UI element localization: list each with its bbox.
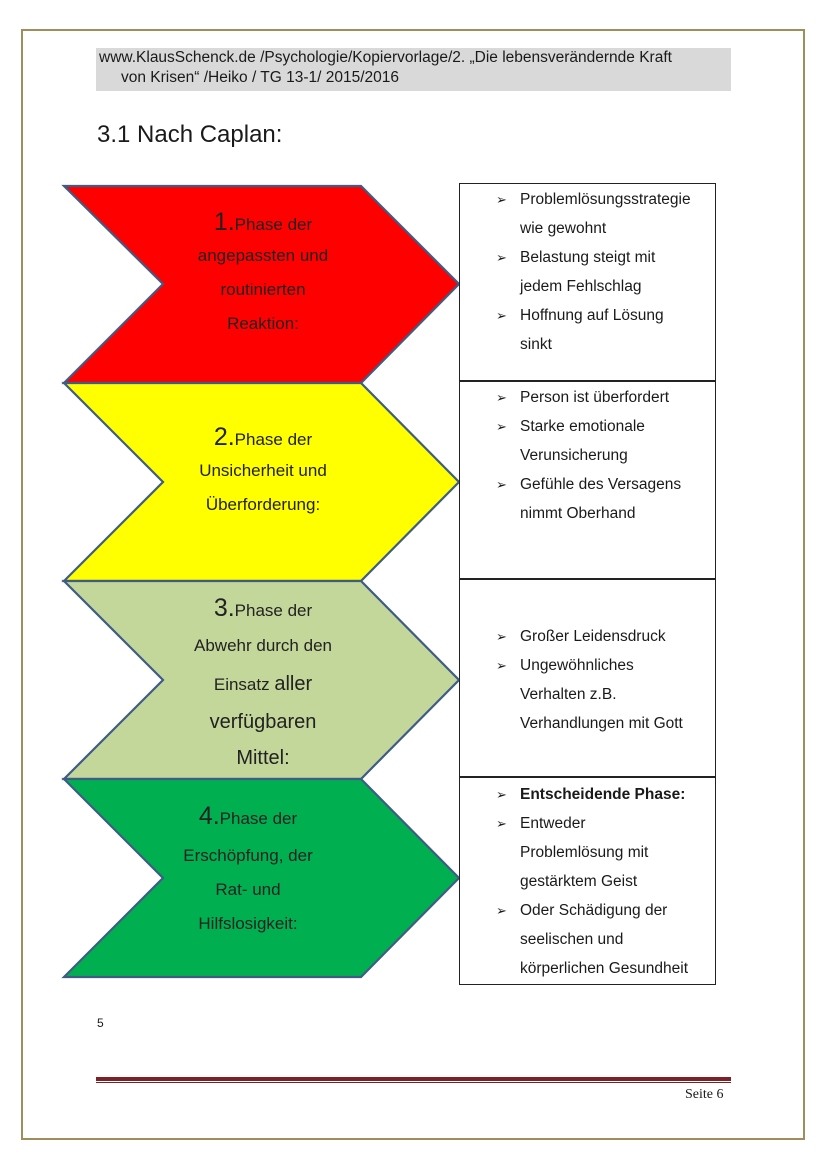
footer-page-label: Seite 6 [685, 1087, 724, 1102]
bullet-list: ➢ Großer Leidensdruck ➢ Ungewöhnliches V… [460, 622, 715, 738]
list-item: ➢ Starke emotionale Verunsicherung [460, 412, 715, 470]
list-item: ➢ Problemlösungsstrategie wie gewohnt [460, 185, 715, 243]
arrow-bullet-icon: ➢ [496, 308, 507, 323]
footer-rule-thin [96, 1082, 731, 1083]
arrow-bullet-icon: ➢ [496, 477, 507, 492]
list-item: ➢ Gefühle des Versagens nimmt Oberhand [460, 470, 715, 528]
bullet-list: ➢ Person ist überfordert ➢ Starke emotio… [460, 383, 715, 528]
list-item: ➢ Oder Schädigung der seelischen und kör… [460, 896, 715, 983]
bullet-list: ➢ Entscheidende Phase: ➢ Entweder Proble… [460, 780, 715, 983]
phase-number: 4. [198, 802, 220, 830]
list-item: ➢ Ungewöhnliches Verhalten z.B. Verhandl… [460, 651, 715, 738]
phase-3-description-box: ➢ Großer Leidensdruck ➢ Ungewöhnliches V… [459, 579, 716, 777]
arrow-bullet-icon: ➢ [496, 250, 507, 265]
bullet-list: ➢ Problemlösungsstrategie wie gewohnt ➢ … [460, 185, 715, 359]
footer-rule [96, 1077, 731, 1081]
phase-4-description-box: ➢ Entscheidende Phase: ➢ Entweder Proble… [459, 777, 716, 985]
arrow-bullet-icon: ➢ [496, 390, 507, 405]
phase-1-label: 1.Phase der angepassten und routinierten… [197, 208, 329, 333]
arrow-bullet-icon: ➢ [496, 816, 507, 831]
header-line-2: von Krisen“ /Heiko / TG 13-1/ 2015/2016 [121, 69, 400, 86]
phase-number: 2. [213, 423, 235, 451]
list-item: ➢ Hoffnung auf Lösung sinkt [460, 301, 715, 359]
list-item: ➢ Entweder Problemlösung mit gestärktem … [460, 809, 715, 896]
header-line-1: www.KlausSchenck.de /Psychologie/Kopierv… [99, 49, 672, 66]
header-bar: www.KlausSchenck.de /Psychologie/Kopierv… [96, 48, 731, 91]
phase-2-description-box: ➢ Person ist überfordert ➢ Starke emotio… [459, 381, 716, 579]
phase-3-label: 3.Phase der Abwehr durch den Einsatz all… [194, 594, 332, 769]
phase-1-description-box: ➢ Problemlösungsstrategie wie gewohnt ➢ … [459, 183, 716, 381]
list-item: ➢ Person ist überfordert [460, 383, 715, 412]
list-item: ➢ Entscheidende Phase: [460, 780, 715, 809]
arrow-bullet-icon: ➢ [496, 903, 507, 918]
arrow-bullet-icon: ➢ [496, 787, 507, 802]
phase-number: 3. [213, 594, 235, 622]
arrow-bullet-icon: ➢ [496, 419, 507, 434]
arrow-bullet-icon: ➢ [496, 658, 507, 673]
arrow-bullet-icon: ➢ [496, 192, 507, 207]
phase-number: 1. [213, 208, 235, 236]
phase-4-label: 4.Phase der Erschöpfung, der Rat- und Hi… [183, 802, 313, 933]
section-title: 3.1 Nach Caplan: [97, 121, 283, 148]
page-number: 5 [97, 1016, 104, 1030]
phase-2-label: 2.Phase der Unsicherheit und Überforderu… [199, 423, 327, 514]
phase-4-arrow [61, 777, 461, 979]
list-item: ➢ Belastung steigt mit jedem Fehlschlag [460, 243, 715, 301]
list-item: ➢ Großer Leidensdruck [460, 622, 715, 651]
page-frame [21, 29, 805, 1140]
arrow-bullet-icon: ➢ [496, 629, 507, 644]
